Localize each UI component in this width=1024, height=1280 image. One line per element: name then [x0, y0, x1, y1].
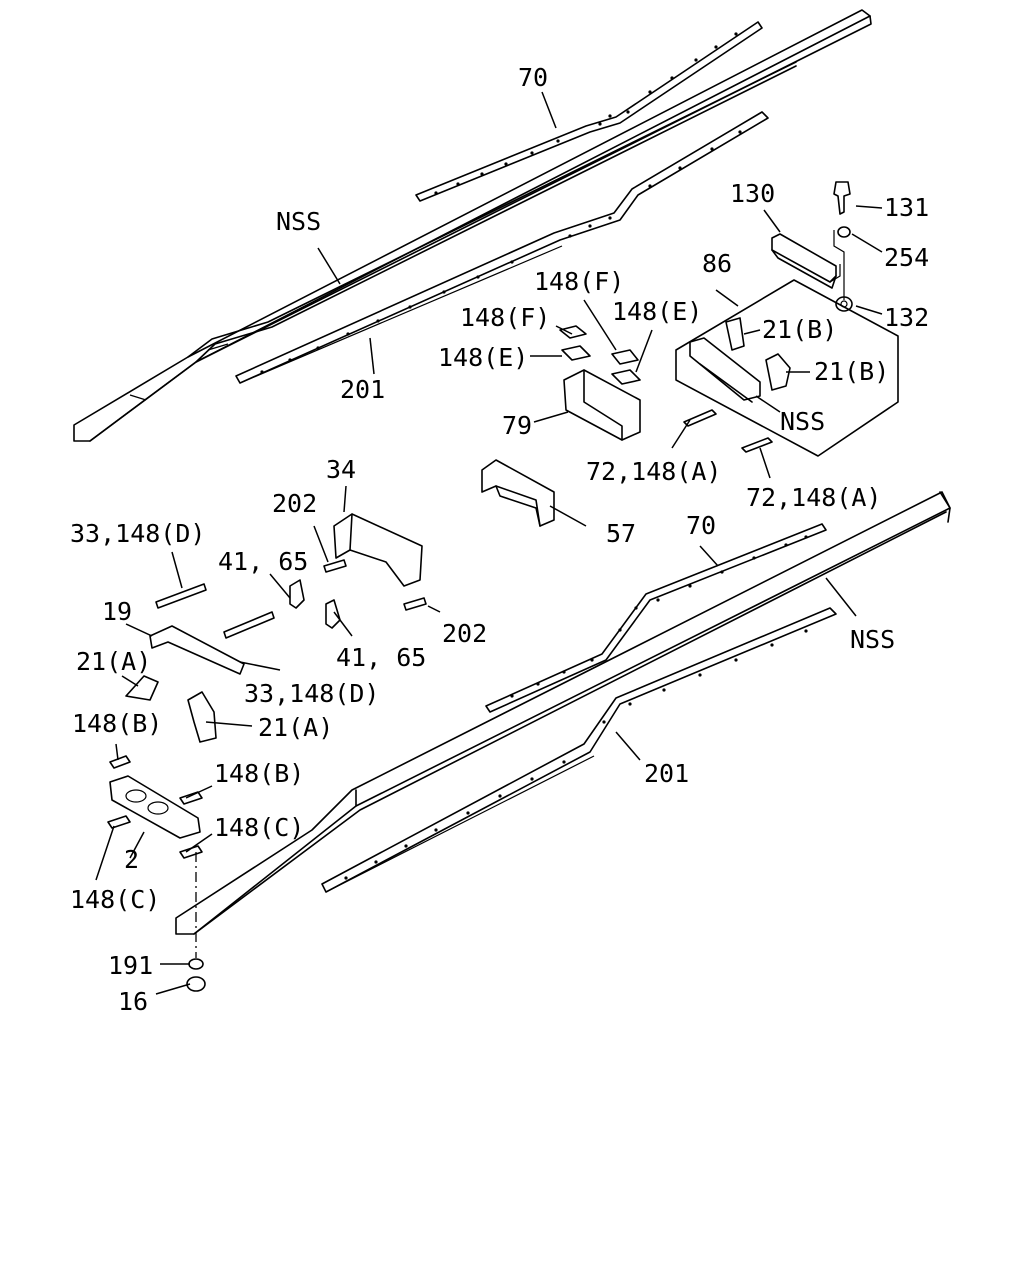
label-nss-top: NSS — [276, 207, 321, 236]
label-202-upper: 202 — [272, 489, 317, 518]
upper-reinforcement-70 — [415, 21, 763, 202]
label-202-lower: 202 — [442, 619, 487, 648]
label-33-148d-lower: 33,148(D) — [244, 679, 379, 708]
label-70-top: 70 — [518, 63, 548, 92]
crossmember-19 — [125, 625, 245, 743]
label-131: 131 — [884, 193, 929, 222]
label-191: 191 — [108, 951, 153, 980]
label-148f-right: 148(F) — [534, 267, 624, 296]
label-148f-left: 148(F) — [460, 303, 550, 332]
label-41-65-upper: 41, 65 — [218, 547, 308, 576]
label-41-65-lower: 41, 65 — [336, 643, 426, 672]
label-201-top: 201 — [340, 375, 385, 404]
label-130: 130 — [730, 179, 775, 208]
label-148b-right: 148(B) — [214, 759, 304, 788]
crossmember-86-detail — [675, 279, 899, 457]
upper-frame-rail — [73, 9, 872, 442]
clips-41-65 — [289, 579, 341, 629]
label-nss-bottom: NSS — [850, 625, 895, 654]
label-21a-right: 21(A) — [258, 713, 333, 742]
label-254: 254 — [884, 243, 929, 272]
upper-reinforcement-201 — [235, 111, 769, 384]
crossmember-2 — [107, 755, 206, 992]
label-19: 19 — [102, 597, 132, 626]
leader-lines — [95, 91, 883, 995]
label-34: 34 — [326, 455, 356, 484]
bracket-57 — [481, 459, 555, 527]
label-70-bottom: 70 — [686, 511, 716, 540]
label-148c-right: 148(C) — [214, 813, 304, 842]
lower-reinforcement-201 — [321, 607, 837, 893]
lower-reinforcement-70 — [485, 523, 827, 713]
plates-33-148d — [155, 583, 275, 639]
label-nss-box: NSS — [780, 407, 825, 436]
label-21a-left: 21(A) — [76, 647, 151, 676]
label-21b-upper: 21(B) — [762, 315, 837, 344]
bracket-130-assembly — [771, 181, 853, 312]
label-132: 132 — [884, 303, 929, 332]
label-21b-lower: 21(B) — [814, 357, 889, 386]
shims-and-crossmember-79 — [559, 325, 641, 441]
crossmember-34 — [323, 513, 427, 611]
label-148b-left: 148(B) — [72, 709, 162, 738]
label-79: 79 — [502, 411, 532, 440]
label-72-148a-right: 72,148(A) — [746, 483, 881, 512]
label-33-148d-upper: 33,148(D) — [70, 519, 205, 548]
label-148c-left: 148(C) — [70, 885, 160, 914]
label-57: 57 — [606, 519, 636, 548]
label-2: 2 — [124, 845, 139, 874]
label-148e-right: 148(E) — [612, 297, 702, 326]
callout-labels: 70 NSS 201 130 131 254 132 86 21(B) 21(B… — [70, 63, 929, 1016]
label-86: 86 — [702, 249, 732, 278]
label-201-bottom: 201 — [644, 759, 689, 788]
lower-frame-rail — [175, 491, 951, 935]
plates-72-148a — [683, 409, 773, 453]
label-148e-left: 148(E) — [438, 343, 528, 372]
label-72-148a-left: 72,148(A) — [586, 457, 721, 486]
label-16: 16 — [118, 987, 148, 1016]
